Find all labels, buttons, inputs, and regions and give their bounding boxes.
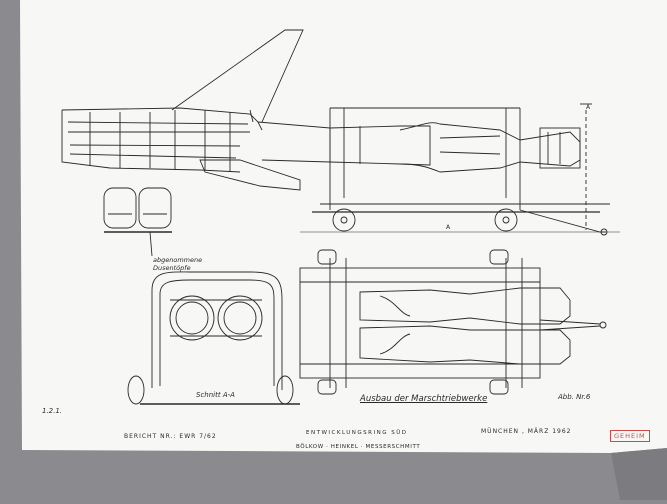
section-engine-right: [217, 295, 263, 341]
section-marker-bottom: A: [446, 224, 451, 231]
section-view: [127, 271, 300, 405]
organization-name: ENTWICKLUNGSRING SÜD: [306, 430, 408, 436]
plan-view: [299, 249, 607, 395]
section-view-label: Schnitt A-A: [196, 391, 235, 399]
date-line: MÜNCHEN , MÄRZ 1962: [481, 428, 572, 435]
removed-nozzles-label: abgenommene: [153, 256, 203, 264]
section-engine-left: [169, 295, 215, 341]
removed-nozzle-2: [138, 187, 172, 229]
nozzle-pots-label: Dusentöpfe: [153, 264, 191, 272]
engine-pack: [257, 121, 431, 166]
cradle-frame: [329, 107, 521, 210]
trolley-wheel-front: [332, 208, 356, 232]
sheet-number: 1.2.1.: [42, 407, 63, 415]
section-marker-top: A: [586, 104, 591, 111]
trolley-wheel-rear: [494, 208, 518, 232]
fuselage-tail: [61, 107, 263, 131]
classification-stamp: GEHEIM: [610, 430, 650, 442]
horizontal-stabilizer: [199, 159, 301, 191]
section-wheel-left: [127, 375, 145, 405]
paper-shadow: [611, 448, 667, 500]
organization-members: BÖLKOW · HEINKEL · MESSERSCHMITT: [296, 444, 421, 450]
paper-sheet: [20, 0, 667, 453]
plan-engine-lower: [359, 325, 571, 365]
drawing-title: Ausbau der Marschtriebwerke: [360, 394, 488, 404]
section-frame: [151, 271, 283, 390]
side-view: [61, 29, 620, 257]
plan-engine-upper: [359, 287, 571, 325]
removed-nozzle-1: [103, 187, 137, 229]
figure-number: Abb. Nr.6: [558, 393, 591, 401]
report-number: BERICHT NR.: EWR 7/62: [124, 433, 217, 440]
plan-frame: [299, 267, 541, 379]
tail-fin: [171, 29, 304, 123]
